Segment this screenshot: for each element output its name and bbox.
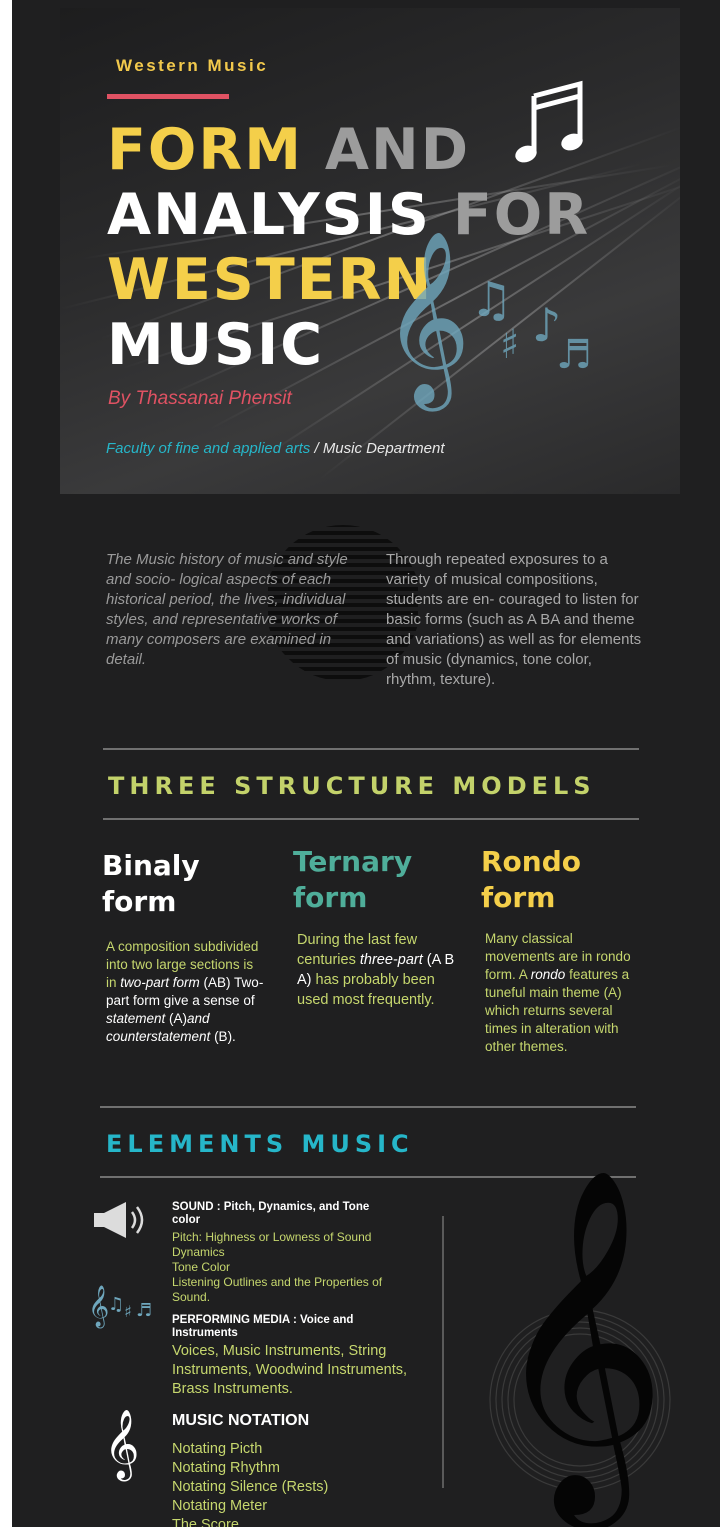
title-word-for: FOR — [452, 182, 591, 248]
treble-clef-illustration: 𝄞 — [480, 1165, 680, 1520]
rondo-form-text: Many classical movements are in rondo fo… — [485, 931, 631, 1054]
list-item: Notating Meter — [172, 1498, 268, 1514]
sound-heading: SOUND : Pitch, Dynamics, and Tone color — [172, 1201, 370, 1226]
list-item: Listening Outlines and the Properties of… — [172, 1275, 383, 1304]
list-item: Pitch: Highness or Lowness of Sound — [172, 1230, 372, 1244]
list-item: The Score — [172, 1517, 239, 1527]
record-decoration — [268, 525, 418, 679]
staff-swirl — [489, 1309, 671, 1491]
structure-title: THREE STRUCTURE MODELS — [108, 772, 596, 800]
media-heading: PERFORMING MEDIA : Voice and Instruments — [172, 1314, 354, 1339]
list-item: Tone Color — [172, 1260, 231, 1274]
beamed-notes-icon — [515, 80, 583, 163]
title-word-music: MUSIC — [107, 312, 325, 378]
faculty-separator: / — [314, 440, 319, 457]
music-symbols-icon: 𝄞 ♫ ♯ ♪ ♬ — [382, 230, 592, 404]
treble-clef-icon: 𝄞 — [104, 1409, 140, 1479]
divider — [100, 1106, 636, 1108]
column-divider — [442, 1216, 444, 1488]
divider — [103, 748, 639, 750]
elements-title: ELEMENTS MUSIC — [106, 1130, 414, 1158]
sound-list: Pitch: Highness or Lowness of Sound Dyna… — [172, 1230, 402, 1305]
intro-right-text: Through repeated exposures to a variety … — [386, 551, 642, 688]
large-clef-glyph: 𝄞 — [490, 1165, 668, 1514]
title-word-western: WESTERN — [107, 247, 434, 313]
main-title: FORM AND ANALYSIS FOR WESTERN MUSIC — [107, 118, 590, 378]
title-word-analysis: ANALYSIS — [107, 182, 431, 248]
ternary-form-text: During the last few centuries three-part… — [297, 932, 455, 1008]
list-item: Notating Picth — [172, 1441, 263, 1457]
kicker-label: Western Music — [116, 56, 269, 75]
list-item: Notating Rhythm — [172, 1460, 280, 1476]
music-notes-icon: 𝄞 ♫ ♯ ♬ — [88, 1286, 153, 1327]
divider — [103, 818, 639, 820]
notation-heading: MUSIC NOTATION — [172, 1412, 310, 1429]
title-word-form: FORM — [107, 117, 304, 183]
department-name: Music Department — [322, 440, 445, 457]
hero-background — [60, 8, 680, 494]
divider — [100, 1176, 636, 1178]
speaker-icon — [94, 1202, 144, 1238]
intro-left-text: The Music history of music and style and… — [106, 551, 348, 668]
list-item: Notating Silence (Rests) — [172, 1479, 329, 1495]
list-item: Dynamics — [172, 1245, 225, 1259]
infographic-page: Western Music FORM AND ANALYSIS FOR WEST… — [12, 0, 720, 1527]
title-word-and: AND — [324, 117, 471, 183]
accent-bar — [107, 94, 229, 99]
binary-form-text: A composition subdivided into two large … — [106, 939, 264, 1044]
notation-list: Notating Picth Notating Rhythm Notating … — [172, 1440, 412, 1527]
faculty-line: Faculty of fine and applied arts / Music… — [106, 440, 445, 457]
media-text: Voices, Music Instruments, String Instru… — [172, 1343, 408, 1397]
author-name: By Thassanai Phensit — [108, 388, 292, 409]
faculty-name: Faculty of fine and applied arts — [106, 440, 311, 457]
